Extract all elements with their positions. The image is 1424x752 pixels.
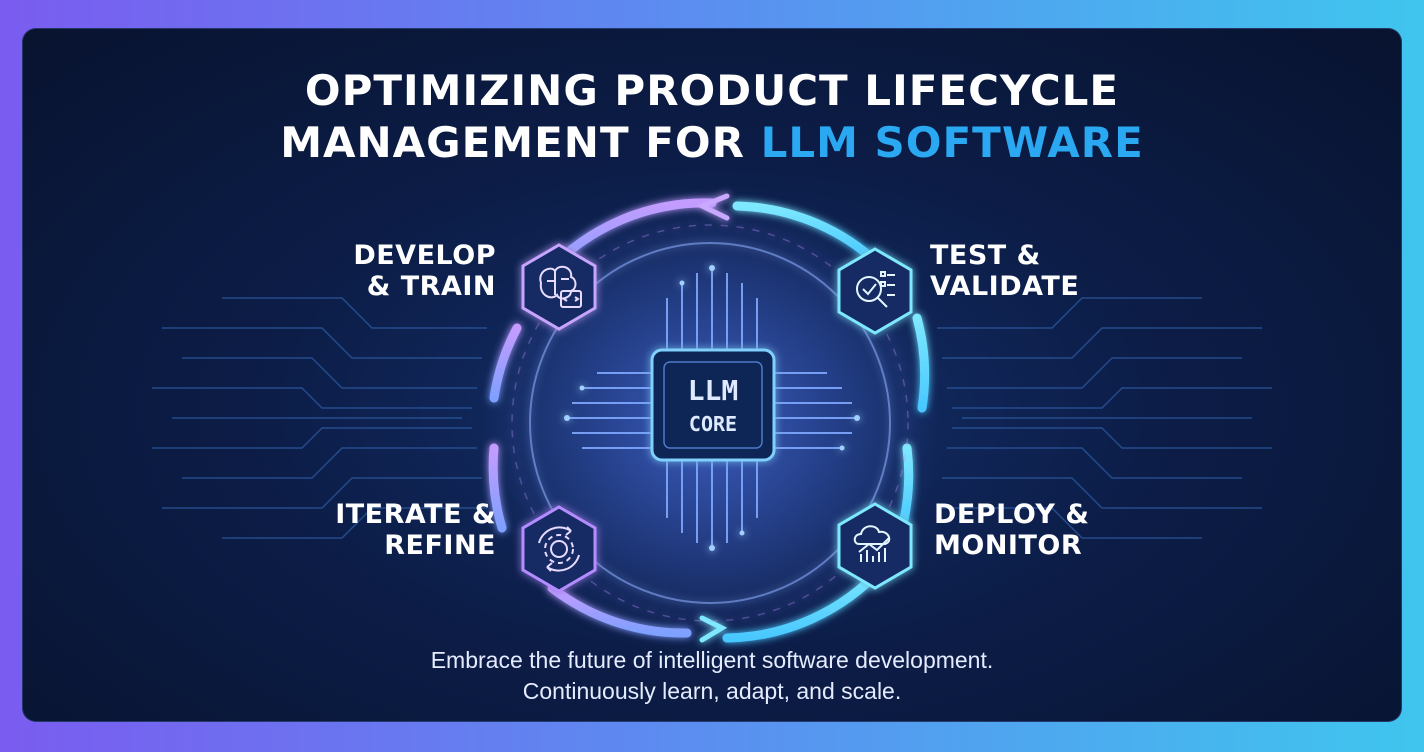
stage-hex-develop — [521, 243, 597, 331]
stage-test-label: TEST & VALIDATE — [930, 240, 1130, 302]
stage-deploy-line1: DEPLOY & — [934, 499, 1090, 530]
stage-test-line2: VALIDATE — [930, 271, 1080, 302]
core-label-line1: LLM — [688, 374, 739, 407]
title-line-2-prefix: MANAGEMENT FOR — [280, 118, 761, 167]
stage-test-line1: TEST & — [930, 240, 1041, 271]
stage-iterate-line2: REFINE — [384, 530, 496, 561]
lifecycle-diagram: LLM CORE — [152, 193, 1272, 653]
title-line-2: MANAGEMENT FOR LLM SOFTWARE — [22, 118, 1402, 167]
stage-develop-line1: DEVELOP — [353, 240, 496, 271]
footer-line-1: Embrace the future of intelligent softwa… — [430, 647, 994, 673]
footer-text: Embrace the future of intelligent softwa… — [22, 645, 1402, 707]
checklist-magnifier-icon — [856, 271, 895, 308]
brain-code-icon — [539, 265, 582, 308]
circuit-traces-right — [937, 297, 1272, 539]
llm-core-chip: LLM CORE — [650, 348, 776, 462]
infographic-card: LLM CORE — [22, 28, 1402, 722]
core-chip-pins — [567, 268, 857, 548]
stage-hex-iterate — [521, 505, 597, 593]
stage-deploy-line2: MONITOR — [934, 530, 1083, 561]
circuit-traces-left — [152, 297, 487, 539]
core-chip-nodes — [564, 265, 860, 551]
title-line-1: OPTIMIZING PRODUCT LIFECYCLE — [304, 66, 1120, 115]
title-accent: LLM SOFTWARE — [760, 118, 1144, 167]
cloud-chart-icon — [853, 525, 891, 562]
core-label-line2: CORE — [689, 412, 737, 436]
stage-develop-line2: & TRAIN — [366, 271, 496, 302]
footer-line-2: Continuously learn, adapt, and scale. — [522, 678, 902, 704]
stage-hex-deploy — [837, 502, 913, 590]
stage-develop-label: DEVELOP & TRAIN — [322, 240, 496, 302]
stage-iterate-line1: ITERATE & — [335, 499, 496, 530]
stage-iterate-label: ITERATE & REFINE — [298, 499, 496, 561]
gear-cycle-icon — [538, 526, 580, 572]
stage-deploy-label: DEPLOY & MONITOR — [934, 499, 1134, 561]
stage-hex-test — [837, 247, 913, 335]
